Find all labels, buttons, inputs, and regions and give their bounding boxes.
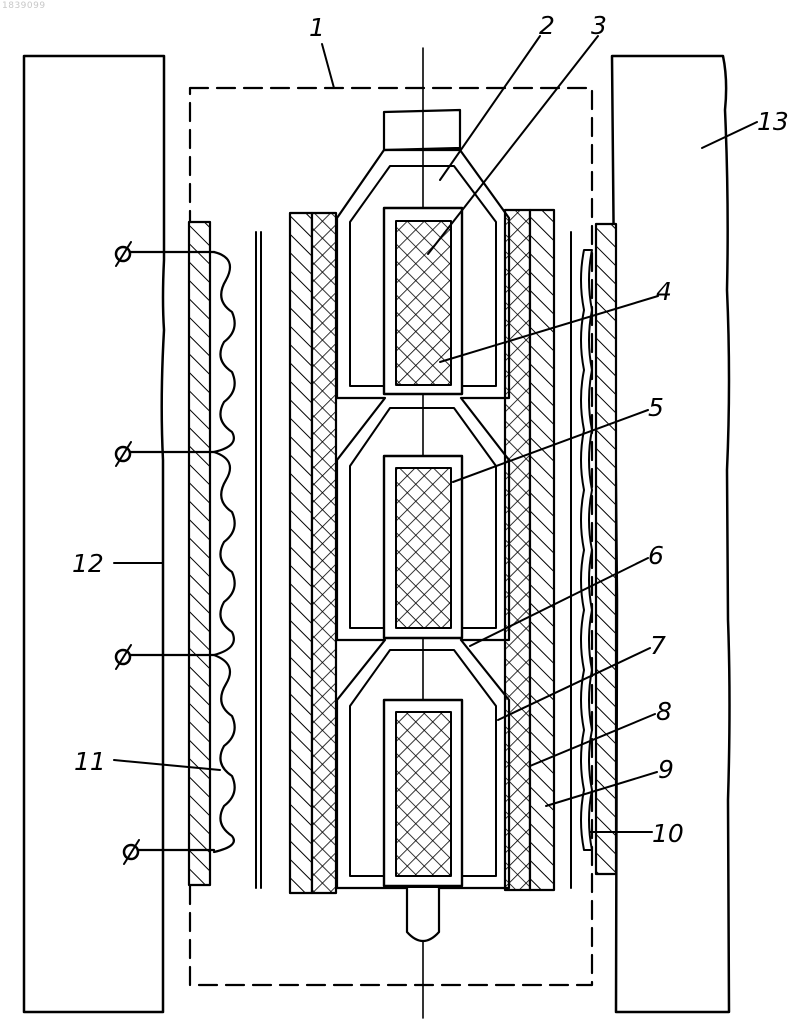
label-7: 7	[650, 631, 666, 660]
label-10: 10	[652, 819, 684, 848]
label-13: 13	[757, 107, 789, 136]
right-block-13	[612, 56, 730, 1012]
leader-13	[702, 122, 757, 148]
left-wavy-heater-11	[214, 252, 235, 852]
label-1: 1	[309, 13, 325, 42]
label-12: 12	[72, 549, 104, 578]
bottom-stem	[407, 888, 439, 941]
right-wavy-element-10	[581, 250, 592, 850]
left-tube-hatched	[290, 213, 312, 893]
left-heater-wall	[189, 222, 210, 885]
leader-2	[440, 36, 540, 180]
label-8: 8	[656, 697, 672, 726]
label-9: 9	[658, 755, 674, 784]
leader-1	[322, 44, 334, 88]
label-2: 2	[539, 11, 555, 40]
right-tube-hatched	[530, 210, 554, 890]
top-cap	[384, 110, 460, 150]
crucible-3-fill	[396, 712, 451, 876]
label-4: 4	[656, 277, 672, 306]
label-6: 6	[648, 541, 664, 570]
label-5: 5	[648, 393, 664, 422]
left-block-12	[24, 56, 164, 1012]
right-heater-wall-9	[596, 224, 616, 874]
crucible-2-fill	[396, 468, 451, 628]
label-3: 3	[591, 11, 607, 40]
left-tube-crosshatched	[312, 213, 336, 893]
label-11: 11	[74, 747, 106, 776]
